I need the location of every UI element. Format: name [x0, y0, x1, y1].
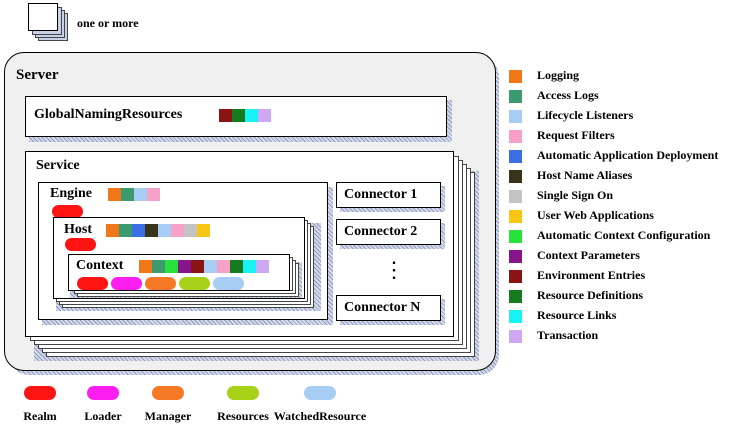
feature-square-host-name-aliases — [145, 224, 158, 237]
legend-label-environment-entries: Environment Entries — [537, 268, 646, 282]
legend-pill-label-loader: Loader — [84, 409, 122, 423]
legend-swatch-access-logs — [509, 90, 522, 103]
feature-square-lifecycle-listeners — [204, 260, 217, 273]
connector-1-label: Connector 1 — [344, 187, 418, 202]
legend-label-automatic-context-configuration: Automatic Context Configuration — [537, 228, 711, 242]
feature-square-access-logs — [121, 188, 134, 201]
feature-square-transaction — [256, 260, 269, 273]
legend-swatch-host-name-aliases — [509, 170, 522, 183]
component-pill-realm — [52, 205, 83, 218]
connector-2-box — [336, 219, 441, 245]
feature-square-context-parameters — [178, 260, 191, 273]
legend-label-logging: Logging — [537, 68, 580, 82]
feature-square-automatic-context-configuration — [165, 260, 178, 273]
legend-swatch-context-parameters — [509, 250, 522, 263]
component-pill-realm — [77, 277, 108, 290]
component-pill-watched-resource — [213, 277, 244, 290]
feature-square-access-logs — [119, 224, 132, 237]
one-or-more-label: one or more — [77, 16, 139, 30]
connector-2-label: Connector 2 — [344, 224, 418, 239]
connector-n-box — [336, 295, 441, 321]
context-title: Context — [76, 258, 124, 273]
feature-square-logging — [106, 224, 119, 237]
legend-pill-realm — [24, 386, 56, 400]
vertical-ellipsis: ⋮ — [383, 257, 405, 282]
feature-square-request-filters — [217, 260, 230, 273]
legend-swatch-user-web-applications — [509, 210, 522, 223]
feature-square-logging — [108, 188, 121, 201]
legend-swatch-single-sign-on — [509, 190, 522, 203]
feature-square-resource-links — [243, 260, 256, 273]
legend-pill-resources — [227, 386, 259, 400]
legend-pill-label-manager: Manager — [144, 409, 192, 423]
legend-label-transaction: Transaction — [537, 328, 599, 342]
global-naming-resources-title: GlobalNamingResources — [34, 107, 183, 122]
feature-square-environment-entries — [219, 109, 232, 122]
host-title: Host — [64, 222, 92, 237]
feature-square-single-sign-on — [184, 224, 197, 237]
legend-swatch-request-filters — [509, 130, 522, 143]
feature-square-access-logs — [152, 260, 165, 273]
legend-swatch-automatic-context-configuration — [509, 230, 522, 243]
component-pill-realm — [65, 238, 96, 251]
legend-swatch-automatic-application-deployment — [509, 150, 522, 163]
component-pill-loader — [111, 277, 142, 290]
feature-square-logging — [139, 260, 152, 273]
legend-label-context-parameters: Context Parameters — [537, 248, 640, 262]
legend-swatch-resource-links — [509, 310, 522, 323]
legend-swatch-lifecycle-listeners — [509, 110, 522, 123]
legend-swatch-transaction — [509, 330, 522, 343]
feature-square-lifecycle-listeners — [134, 188, 147, 201]
stack-symbol — [28, 3, 70, 43]
legend-label-host-name-aliases: Host Name Aliases — [537, 168, 633, 182]
legend-label-access-logs: Access Logs — [537, 88, 599, 102]
server-title: Server — [16, 67, 59, 83]
legend-label-automatic-application-deployment: Automatic Application Deployment — [537, 148, 719, 162]
feature-square-request-filters — [171, 224, 184, 237]
connector-n-label: Connector N — [344, 300, 421, 315]
legend-label-resource-links: Resource Links — [537, 308, 617, 322]
legend-label-user-web-applications: User Web Applications — [537, 208, 654, 222]
feature-square-user-web-applications — [197, 224, 210, 237]
legend-swatch-logging — [509, 70, 522, 83]
engine-title: Engine — [50, 186, 93, 201]
legend-pill-watched-resource — [304, 386, 336, 400]
legend-pill-label-realm: Realm — [23, 409, 57, 423]
component-pill-manager — [145, 277, 176, 290]
component-pill-resources — [179, 277, 210, 290]
legend-label-lifecycle-listeners: Lifecycle Listeners — [537, 108, 634, 122]
legend-pill-label-watched-resource: WatchedResource — [273, 409, 367, 423]
feature-square-automatic-application-deployment — [132, 224, 145, 237]
legend-swatch-environment-entries — [509, 270, 522, 283]
service-title: Service — [36, 158, 80, 173]
legend-label-request-filters: Request Filters — [537, 128, 615, 142]
feature-square-lifecycle-listeners — [158, 224, 171, 237]
legend-label-resource-definitions: Resource Definitions — [537, 288, 644, 302]
legend-pill-label-resources: Resources — [217, 409, 269, 423]
legend-pill-loader — [87, 386, 119, 400]
feature-square-resource-links — [245, 109, 258, 122]
legend-swatch-resource-definitions — [509, 290, 522, 303]
feature-square-request-filters — [147, 188, 160, 201]
feature-square-environment-entries — [191, 260, 204, 273]
nested-component-legend: Realm Loader Manager Resources WatchedResour… — [0, 386, 737, 431]
connector-1-box — [336, 182, 441, 208]
feature-square-transaction — [258, 109, 271, 122]
legend-pill-manager — [152, 386, 184, 400]
feature-square-resource-definitions — [232, 109, 245, 122]
legend-label-single-sign-on: Single Sign On — [537, 188, 614, 202]
feature-square-resource-definitions — [230, 260, 243, 273]
